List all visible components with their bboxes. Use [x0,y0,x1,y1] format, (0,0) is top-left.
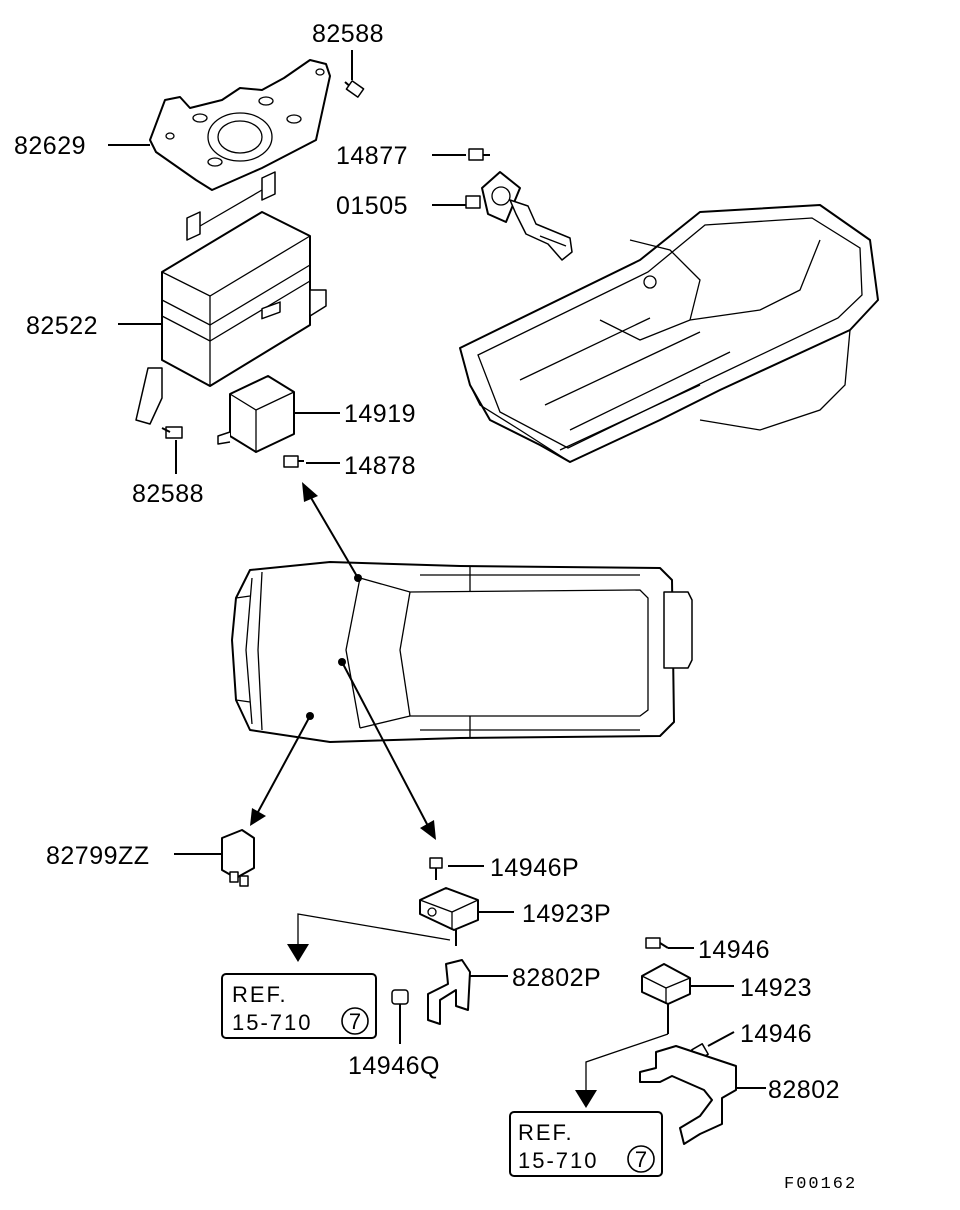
bracket-82802P [427,959,471,1025]
callout-14946-a: 14946 [698,936,770,964]
bolt-14946-upper [645,937,669,949]
callout-82522: 82522 [26,312,98,340]
ref-box-1-line2: 15-710 [232,1010,313,1035]
callout-82588-top: 82588 [312,20,384,48]
ref-pointer-1 [287,913,451,962]
bolt-14946P [429,857,443,880]
callout-01505: 01505 [336,192,408,220]
ref-pointer-2 [575,1033,669,1108]
ref-box-2-line1: REF. [518,1120,574,1145]
callout-labels: 82588 82629 14877 01505 82522 14919 1487… [14,20,840,1104]
leader-arrows [250,482,436,840]
callout-82799ZZ: 82799ZZ [46,842,150,870]
bracket-82629 [149,59,331,191]
relay-14919 [217,301,295,453]
vehicle-top-view [231,561,693,743]
ref-box-1-circle [341,1007,369,1035]
relay-82799ZZ [221,829,255,887]
callout-82802: 82802 [768,1076,840,1104]
ref-box-2-circle [627,1145,655,1173]
ref-box-1-line1: REF. [232,982,288,1007]
ref-box-2-circled: 7 [635,1147,647,1172]
bracket-82802 [639,1045,737,1145]
callout-82802P: 82802P [512,964,601,992]
callout-82629: 82629 [14,132,86,160]
bolt-14946Q [391,989,409,1044]
callout-14923: 14923 [740,974,812,1002]
callout-14877: 14877 [336,142,408,170]
sensor-14923 [641,963,691,1034]
ecu-82522 [135,171,327,425]
callout-14878: 14878 [344,452,416,480]
ref-box-1: REF. 15-710 7 [221,973,377,1039]
callout-14946Q: 14946Q [348,1052,440,1080]
ref-box-2: REF. 15-710 7 [509,1111,663,1177]
bolt-82588-bottom [161,426,183,439]
sensor-14923P [419,887,479,946]
figure-id: F00162 [784,1175,857,1194]
ref-box-2-line2: 15-710 [518,1148,599,1173]
callout-14946-b: 14946 [740,1020,812,1048]
bolt-14878 [283,455,304,468]
callout-14946P: 14946P [490,854,579,882]
callout-14923P: 14923P [522,900,611,928]
ref-box-1-circled: 7 [349,1009,361,1034]
floor-pan [459,204,879,463]
callout-14919: 14919 [344,400,416,428]
callout-82588-bottom: 82588 [132,480,204,508]
bolt-14877 [468,148,490,161]
sensor-01505 [465,171,573,261]
callout-leaders [108,50,766,1089]
bolt-82588-top [344,80,365,98]
